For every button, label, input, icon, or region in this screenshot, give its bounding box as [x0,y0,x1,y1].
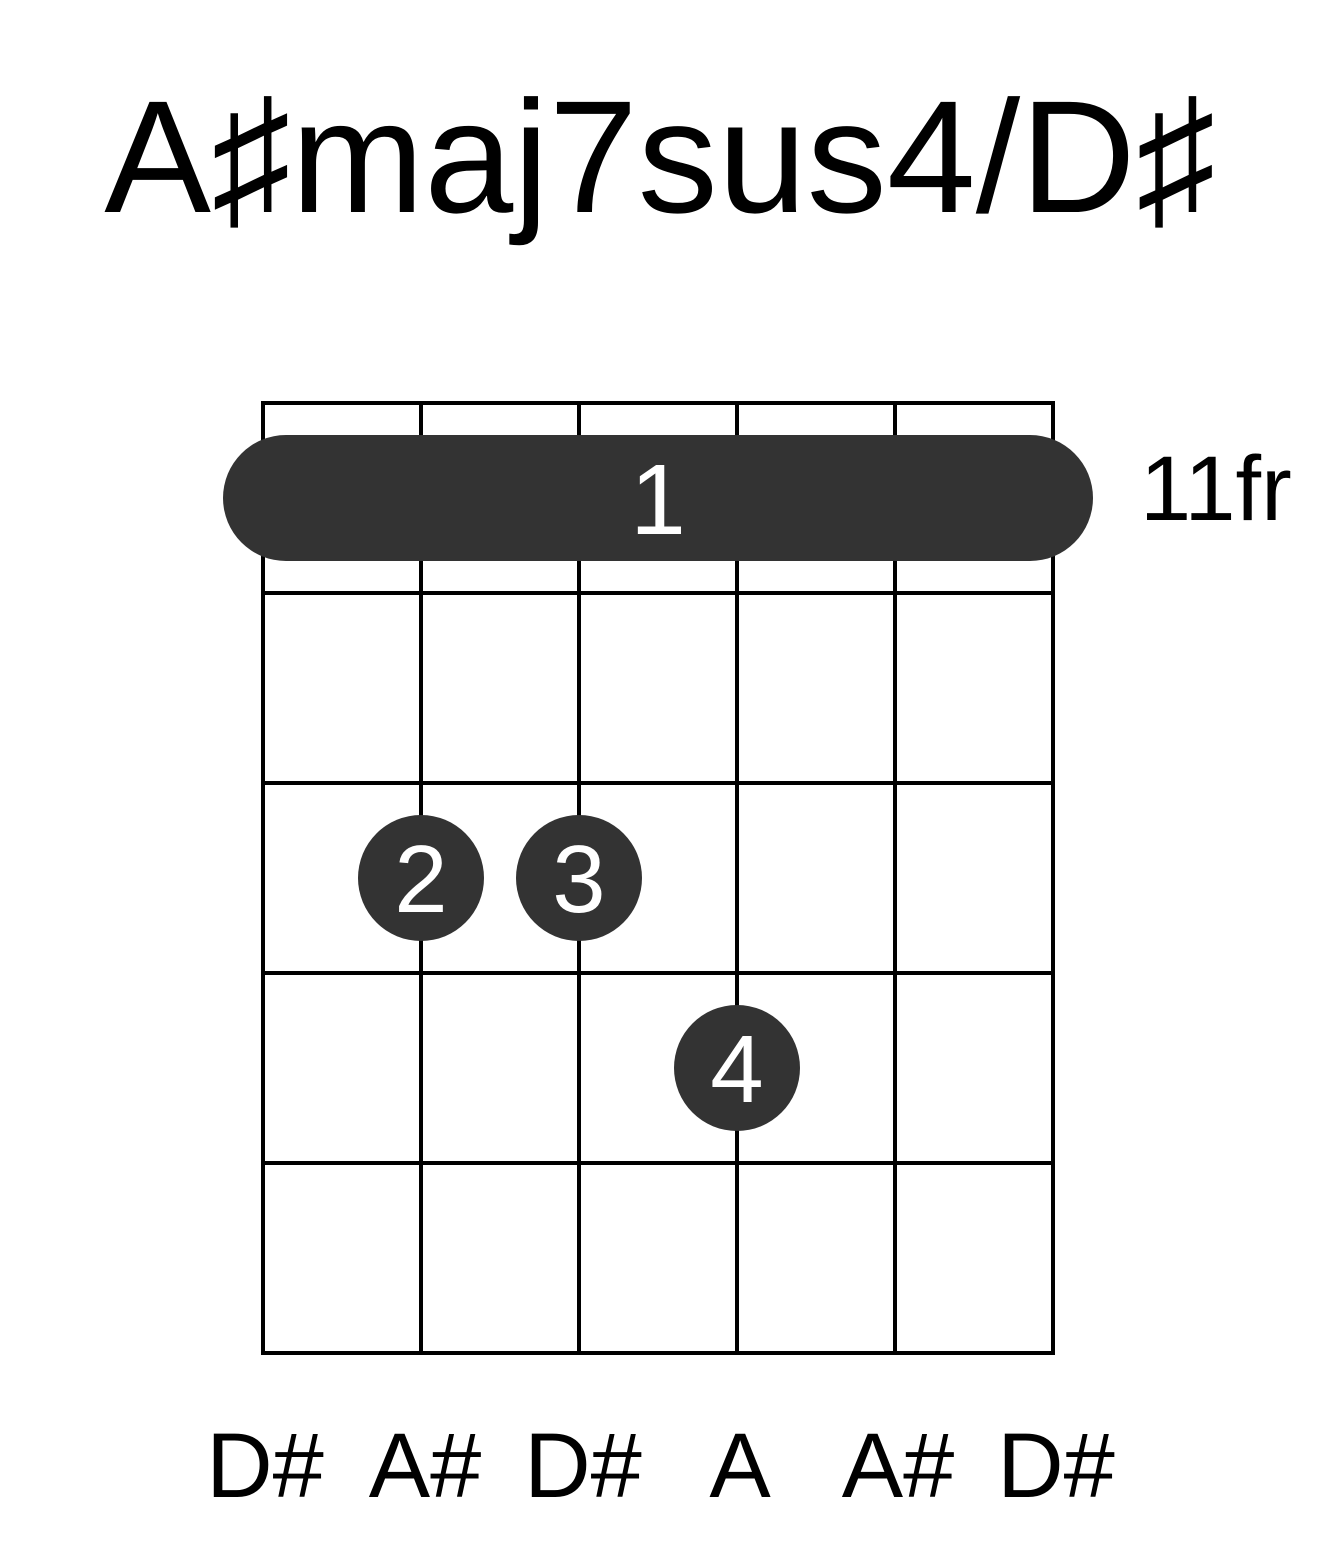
finger-dot-4 [674,1005,800,1131]
string-note-3: D# [524,1415,642,1517]
barre-layer: 1 [223,435,1093,561]
string-note-4: A [709,1415,771,1517]
base-fret-label: 11fr [1140,438,1292,540]
fretboard-grid [261,401,1055,1355]
string-note-5: A# [842,1415,955,1517]
finger-dot-3 [516,815,642,941]
string-note-2: A# [369,1415,482,1517]
string-notes: D# A# D# A A# D# [206,1415,1115,1517]
barre-bar [223,435,1093,561]
string-note-1: D# [206,1415,324,1517]
finger-number-2: 2 [394,826,447,933]
barre-finger-label: 1 [630,444,686,556]
finger-number-4: 4 [710,1016,763,1123]
finger-number-3: 3 [552,826,605,933]
chord-title: A♯maj7sus4/D♯ [104,67,1215,246]
finger-dot-2 [358,815,484,941]
string-note-6: D# [997,1415,1115,1517]
